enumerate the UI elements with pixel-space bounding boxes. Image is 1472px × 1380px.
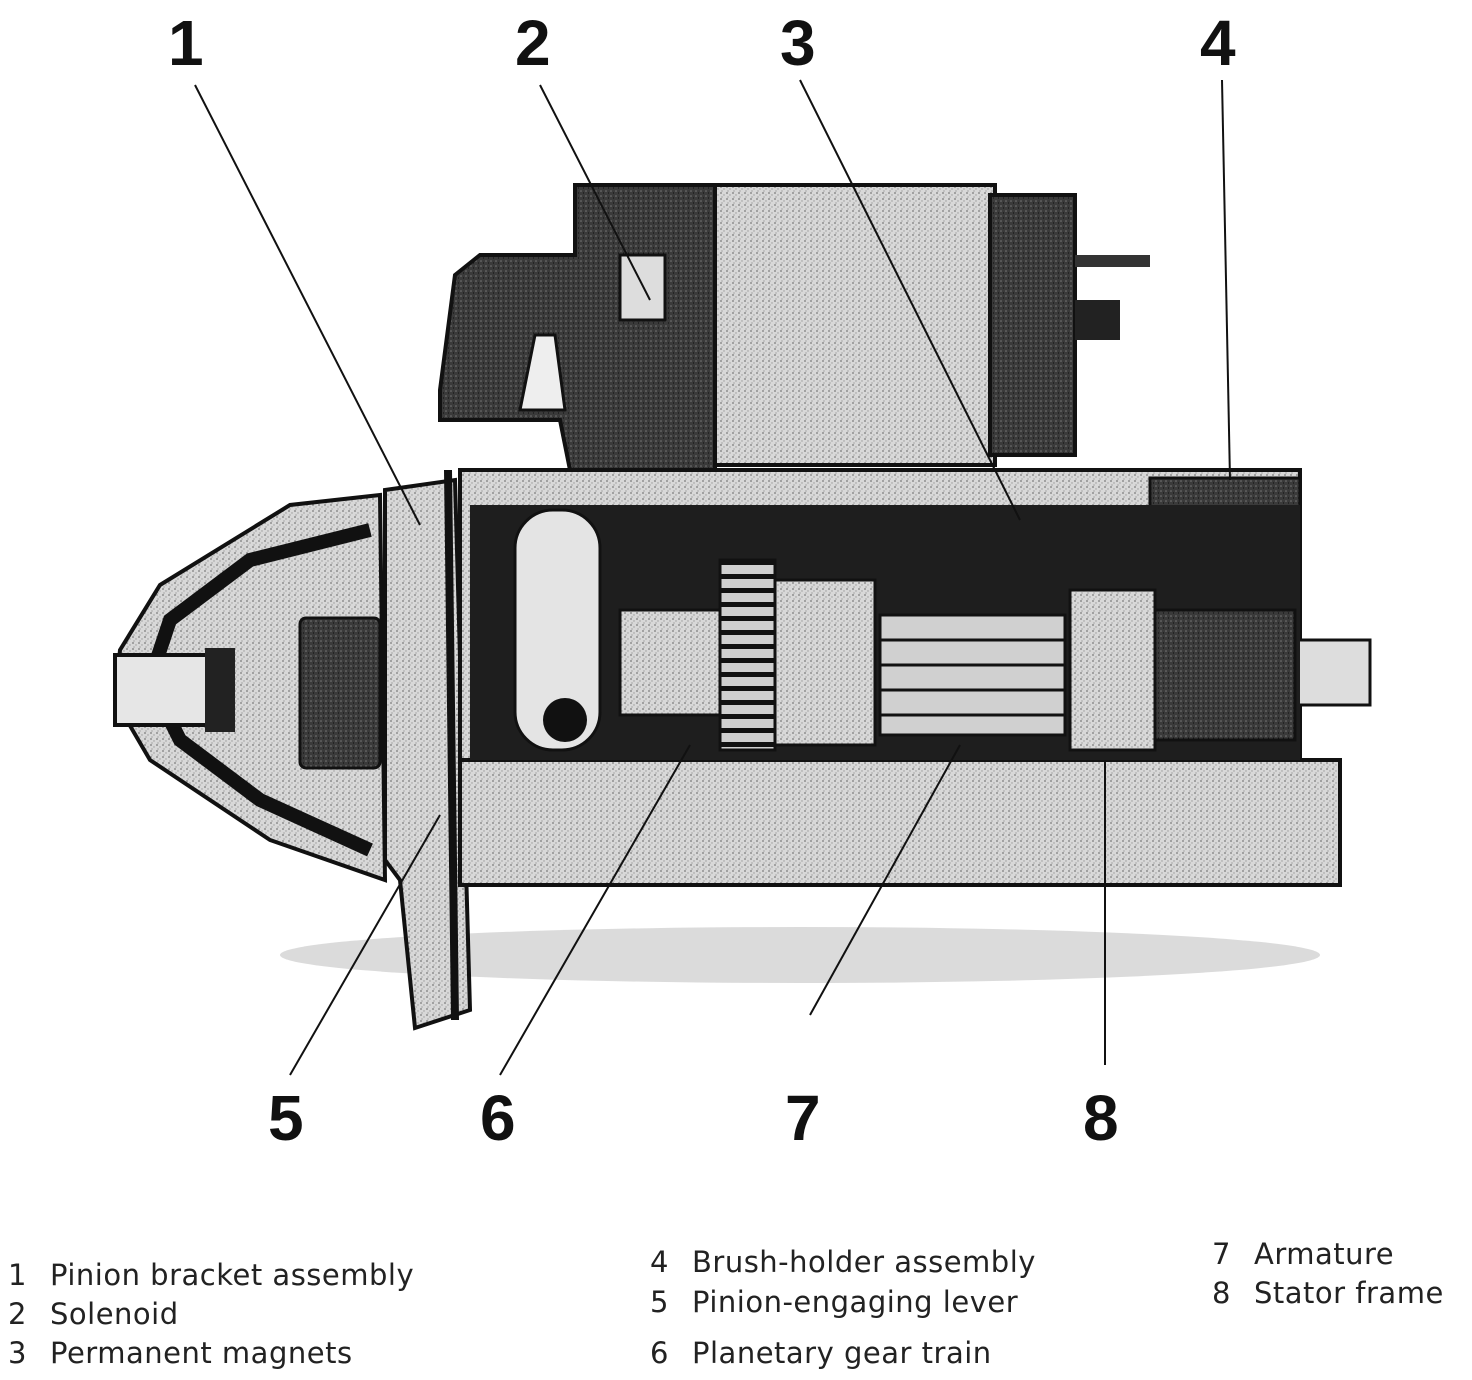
- legend-item-6: 6 Planetary gear train: [650, 1336, 992, 1370]
- cutaway-interior: [470, 505, 1300, 760]
- leader-line-5: [289, 814, 441, 1076]
- leader-lines: [194, 79, 1231, 1076]
- callout-4: 4: [1200, 7, 1236, 79]
- solenoid: [438, 183, 1150, 472]
- callout-3: 3: [780, 7, 816, 79]
- legend-number: 6: [650, 1336, 669, 1370]
- legend-item-3: 3 Permanent magnets: [8, 1336, 353, 1370]
- legend-label: Planetary gear train: [692, 1336, 992, 1370]
- leader-line-2: [539, 84, 651, 301]
- callout-8: 8: [1083, 1082, 1119, 1154]
- legend-label: Brush-holder assembly: [692, 1245, 1036, 1279]
- legend-number: 1: [8, 1258, 27, 1292]
- legend-item-2: 2 Solenoid: [8, 1297, 179, 1331]
- legend-item-7: 7 Armature: [1212, 1237, 1394, 1271]
- legend-item-5: 5 Pinion-engaging lever: [650, 1285, 1018, 1319]
- legend-label: Pinion bracket assembly: [50, 1258, 415, 1292]
- leader-line-1: [194, 84, 421, 526]
- legend-label: Armature: [1254, 1237, 1395, 1271]
- legend-number: 2: [8, 1297, 27, 1331]
- leader-line-6: [499, 744, 691, 1076]
- drive-end-housing: [112, 492, 388, 883]
- legend-label: Stator frame: [1254, 1276, 1444, 1310]
- leader-line-7: [809, 744, 961, 1016]
- legend-number: 7: [1212, 1237, 1231, 1271]
- motor-shadow: [280, 927, 1320, 983]
- leader-line-3: [799, 79, 1021, 521]
- legend-number: 8: [1212, 1276, 1231, 1310]
- legend-number: 5: [650, 1285, 669, 1319]
- legend-item-8: 8 Stator frame: [1212, 1276, 1444, 1310]
- legend-number: 4: [650, 1245, 669, 1279]
- callout-7: 7: [785, 1082, 821, 1154]
- legend-label: Permanent magnets: [50, 1336, 353, 1370]
- callout-6: 6: [480, 1082, 516, 1154]
- leader-line-4: [1221, 79, 1231, 481]
- callout-1: 1: [168, 7, 204, 79]
- legend-item-4: 4 Brush-holder assembly: [650, 1245, 1036, 1279]
- legend-item-1: 1 Pinion bracket assembly: [8, 1258, 414, 1292]
- legend-label: Pinion-engaging lever: [692, 1285, 1019, 1319]
- callout-5: 5: [268, 1082, 304, 1154]
- callout-2: 2: [515, 7, 551, 79]
- pinion-bracket: [383, 469, 473, 1031]
- legend-number: 3: [8, 1336, 27, 1370]
- legend-label: Solenoid: [50, 1297, 179, 1331]
